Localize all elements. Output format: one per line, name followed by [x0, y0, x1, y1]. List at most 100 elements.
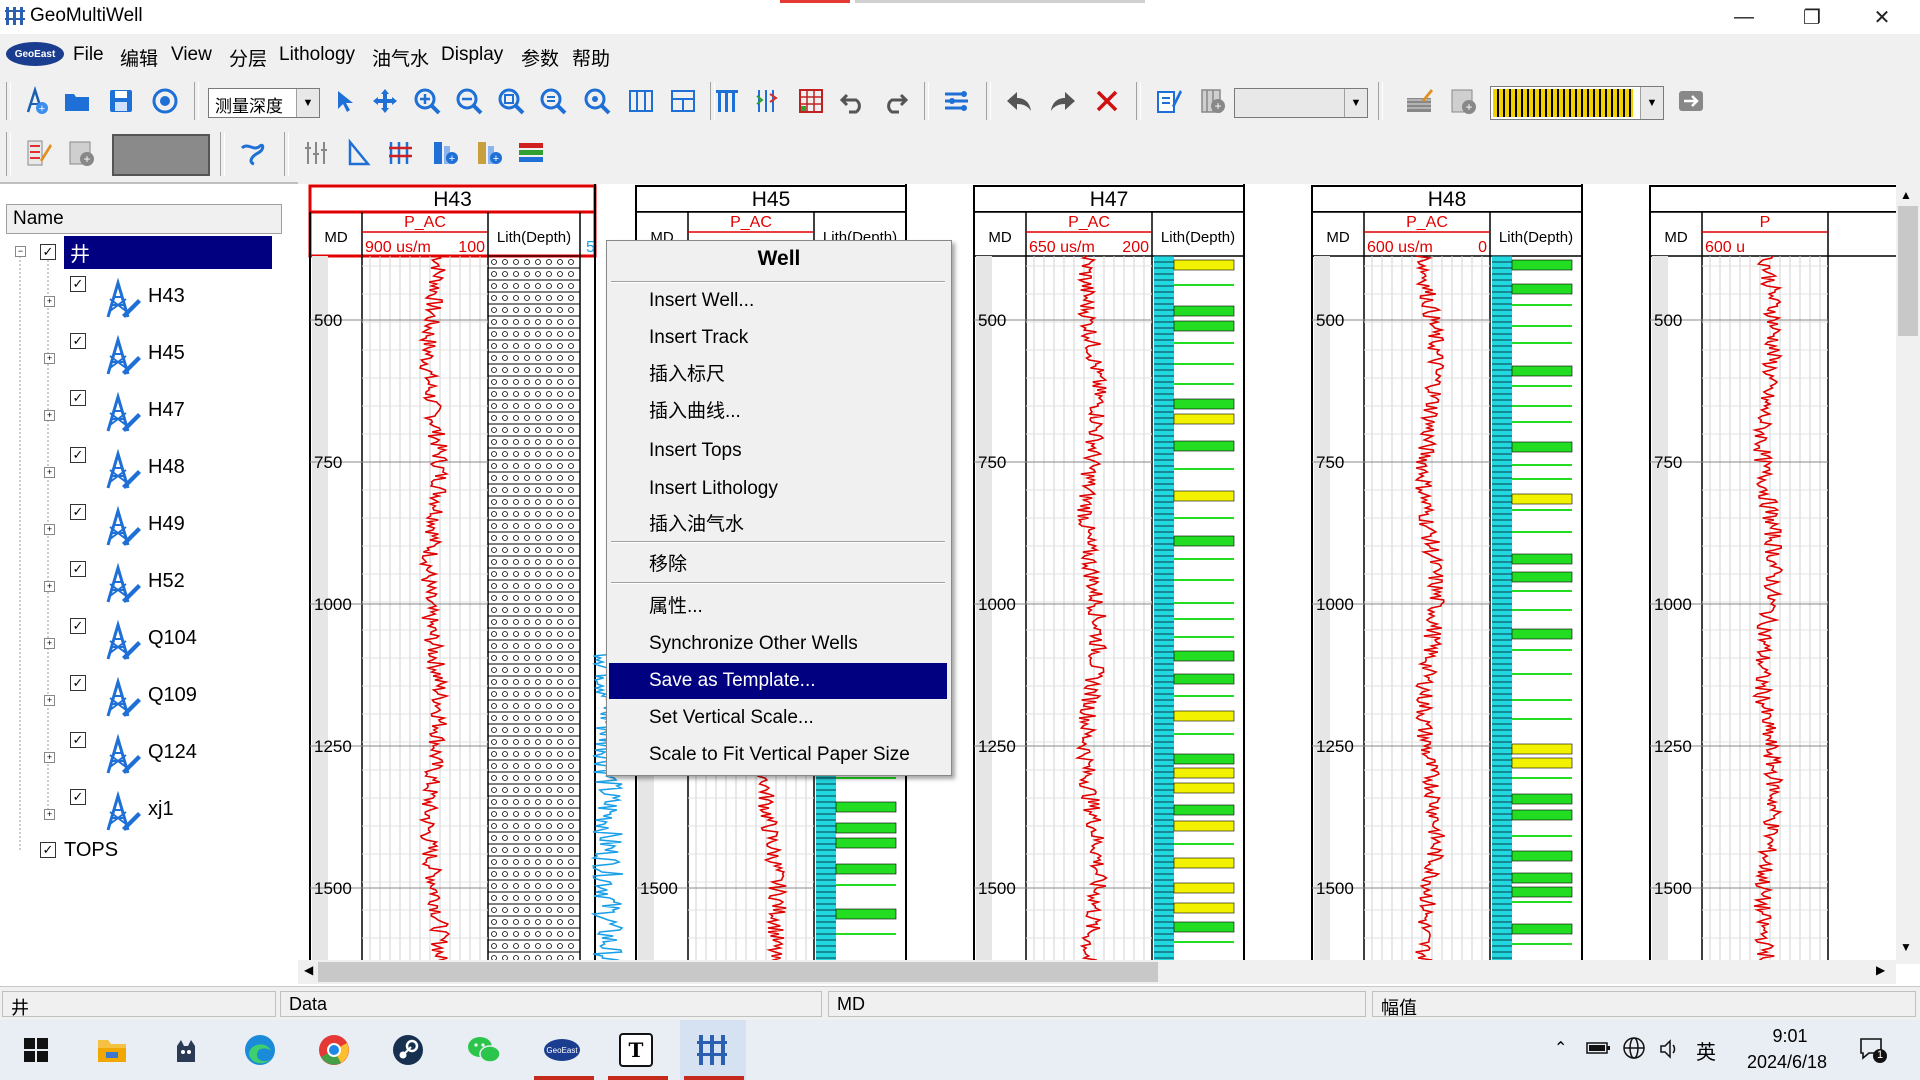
menu-oil-gas-water[interactable]: 油气水 — [372, 49, 430, 70]
ruler-icon[interactable] — [300, 136, 334, 170]
tree-well-item[interactable]: ✓H48 — [70, 447, 185, 489]
triangle-icon[interactable] — [342, 136, 376, 170]
wechat-icon[interactable] — [462, 1028, 506, 1072]
typora-icon[interactable]: T — [614, 1028, 658, 1072]
pan-icon[interactable] — [368, 84, 402, 118]
root-checkbox[interactable]: ✓ — [40, 244, 56, 260]
pattern-select[interactable]: ▼ — [1490, 86, 1664, 120]
target-icon[interactable] — [148, 84, 182, 118]
tree-well-item[interactable]: ✓H52 — [70, 561, 185, 603]
file-explorer-icon[interactable] — [90, 1028, 134, 1072]
tops-checkbox[interactable]: ✓ — [40, 842, 56, 858]
context-menu-item[interactable]: Save as Template... — [609, 663, 947, 699]
save-icon[interactable] — [104, 84, 138, 118]
restore-button[interactable]: ❐ — [1803, 6, 1821, 29]
ime-indicator[interactable]: 英 — [1696, 1042, 1716, 1064]
expand-toggle[interactable]: + — [44, 752, 55, 763]
context-menu-item[interactable]: Synchronize Other Wells — [649, 633, 858, 654]
add-well-icon[interactable]: + — [18, 84, 52, 118]
tree-well-item[interactable]: ✓H49 — [70, 504, 185, 546]
network-globe-icon[interactable] — [1622, 1036, 1646, 1065]
tree-well-item[interactable]: ✓Q124 — [70, 732, 197, 774]
well-checkbox[interactable]: ✓ — [70, 447, 86, 463]
context-menu-item[interactable]: 插入油气水 — [649, 514, 745, 535]
menu-file[interactable]: File — [73, 44, 104, 65]
clock-time[interactable]: 9:01 — [1772, 1026, 1808, 1046]
scroll-right-icon[interactable]: ▶ — [1876, 963, 1886, 977]
redo-icon[interactable] — [878, 84, 912, 118]
tray-chevron-up-icon[interactable]: ⌃ — [1554, 1040, 1568, 1057]
tree-well-item[interactable]: ✓H47 — [70, 390, 185, 432]
correlation-icon[interactable] — [236, 136, 270, 170]
context-menu-item[interactable]: Insert Lithology — [649, 478, 778, 499]
add-item-icon[interactable]: + — [1446, 84, 1480, 118]
tree-column-header[interactable]: Name — [6, 204, 282, 234]
well-checkbox[interactable]: ✓ — [70, 618, 86, 634]
tree-root-row[interactable]: ✓ 井 — [40, 234, 272, 270]
tree-well-item[interactable]: ✓Q109 — [70, 675, 197, 717]
lith-pattern-icon[interactable] — [384, 136, 418, 170]
menu-lithology[interactable]: Lithology — [279, 44, 356, 65]
expand-toggle[interactable]: + — [44, 524, 55, 535]
edit-icon[interactable] — [1152, 84, 1186, 118]
well-checkbox[interactable]: ✓ — [70, 675, 86, 691]
well-checkbox[interactable]: ✓ — [70, 732, 86, 748]
tree-well-item[interactable]: ✓Q104 — [70, 618, 197, 660]
menu-parameters[interactable]: 参数 — [521, 49, 560, 70]
export-icon[interactable] — [1674, 84, 1708, 118]
context-menu-item[interactable]: 插入曲线... — [649, 401, 741, 422]
menu-view[interactable]: View — [171, 44, 212, 65]
battery-icon[interactable] — [1586, 1040, 1612, 1061]
scroll-thumb[interactable] — [1898, 206, 1918, 336]
expand-toggle[interactable]: + — [44, 410, 55, 421]
geoeast-icon[interactable]: GeoEast — [540, 1028, 584, 1072]
volume-icon[interactable] — [1658, 1038, 1682, 1065]
zoom-fit-icon[interactable] — [494, 84, 528, 118]
expand-toggle[interactable]: + — [44, 638, 55, 649]
steam-icon[interactable] — [386, 1028, 430, 1072]
zoom-out-fit-icon[interactable] — [536, 84, 570, 118]
delete-icon[interactable] — [1090, 84, 1124, 118]
scroll-left-icon[interactable]: ◀ — [304, 963, 314, 977]
windows-start-icon[interactable] — [14, 1028, 58, 1072]
add-track-icon[interactable]: + — [1196, 84, 1230, 118]
pattern-icon[interactable] — [1402, 84, 1436, 118]
pointer-icon[interactable] — [328, 84, 362, 118]
well-section-icon[interactable] — [752, 84, 786, 118]
layout-icon[interactable] — [666, 84, 700, 118]
vertical-scrollbar[interactable]: ▲ ▼ — [1896, 184, 1920, 964]
well-checkbox[interactable]: ✓ — [70, 561, 86, 577]
tree-well-item[interactable]: ✓xj1 — [70, 789, 174, 831]
context-menu-item[interactable]: Set Vertical Scale... — [649, 707, 814, 728]
cat-app-icon[interactable] — [164, 1028, 208, 1072]
open-folder-icon[interactable] — [60, 84, 94, 118]
expand-toggle[interactable]: + — [44, 581, 55, 592]
tree-well-item[interactable]: ✓H45 — [70, 333, 185, 375]
well-checkbox[interactable]: ✓ — [70, 333, 86, 349]
context-menu-item[interactable]: Insert Well... — [649, 290, 755, 311]
curve-edit-icon[interactable] — [22, 136, 56, 170]
menu-help[interactable]: 帮助 — [572, 49, 611, 70]
add-well3-icon[interactable]: + — [472, 136, 506, 170]
scroll-down-icon[interactable]: ▼ — [1900, 940, 1912, 954]
zoom-out-icon[interactable] — [452, 84, 486, 118]
zoom-in-icon[interactable] — [410, 84, 444, 118]
context-menu-item[interactable]: 移除 — [649, 554, 688, 575]
menu-display[interactable]: Display — [441, 44, 504, 65]
track-icon[interactable] — [624, 84, 658, 118]
context-menu-item[interactable]: 插入标尺 — [649, 364, 726, 385]
back-arrow-icon[interactable] — [1002, 84, 1036, 118]
geomultiwell-icon[interactable] — [690, 1028, 734, 1072]
expand-toggle[interactable]: + — [44, 467, 55, 478]
color-preview-swatch[interactable] — [112, 134, 210, 176]
well-checkbox[interactable]: ✓ — [70, 789, 86, 805]
horizontal-scrollbar[interactable]: ◀ ▶ — [298, 960, 1896, 984]
menu-layers[interactable]: 分层 — [229, 49, 268, 70]
add-tops-icon[interactable]: + — [64, 136, 98, 170]
tree-root-label[interactable]: 井 — [64, 235, 272, 269]
context-menu-item[interactable]: Scale to Fit Vertical Paper Size — [649, 744, 910, 765]
well-checkbox[interactable]: ✓ — [70, 504, 86, 520]
tree-tops-row[interactable]: ✓ TOPS — [40, 832, 118, 868]
expand-toggle[interactable]: + — [44, 296, 55, 307]
